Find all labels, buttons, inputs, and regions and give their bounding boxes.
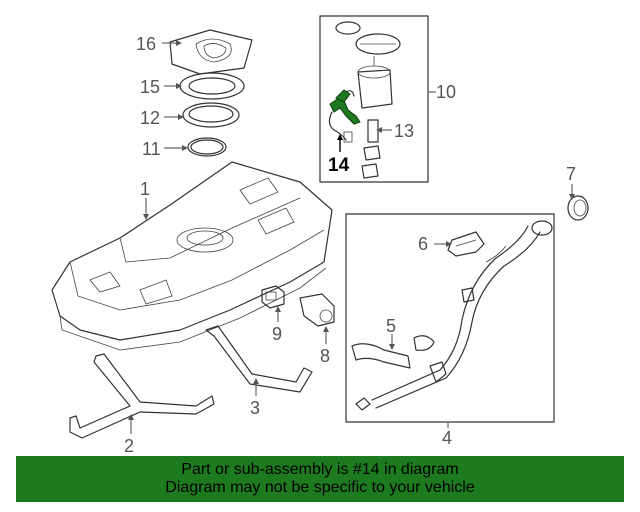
info-banner: Part or sub-assembly is #14 in diagram D… xyxy=(16,456,624,502)
callout-6: 6 xyxy=(418,234,428,254)
ring-11 xyxy=(187,137,227,157)
leader-11 xyxy=(164,145,188,151)
callout-7: 7 xyxy=(566,164,576,184)
callout-4: 4 xyxy=(442,428,452,448)
leader-1 xyxy=(143,198,149,220)
diagram-canvas: 16 15 12 11 1 2 3 9 8 10 13 14 7 6 5 4 xyxy=(51,15,589,456)
callout-10: 10 xyxy=(436,82,456,102)
callout-8: 8 xyxy=(320,346,330,366)
callout-3: 3 xyxy=(250,398,260,418)
leader-9 xyxy=(275,306,281,322)
leader-7 xyxy=(569,184,575,200)
wiring-harness-14 xyxy=(328,89,361,141)
leader-14 xyxy=(337,134,343,152)
callout-1: 1 xyxy=(140,179,150,199)
leader-8 xyxy=(323,326,329,344)
leader-3 xyxy=(253,378,259,396)
part-13 xyxy=(343,119,381,179)
leader-15 xyxy=(164,83,182,89)
leader-16 xyxy=(162,40,182,46)
part-6 xyxy=(447,231,485,257)
leader-2 xyxy=(128,414,134,434)
leader-5 xyxy=(389,334,395,350)
leader-6 xyxy=(434,241,452,247)
banner-line-part: Part or sub-assembly is #14 in diagram xyxy=(181,461,459,478)
callout-11: 11 xyxy=(142,139,161,159)
ring-12 xyxy=(182,102,240,128)
part-9 xyxy=(261,285,285,309)
callout-9: 9 xyxy=(272,324,282,344)
fuel-cap-7 xyxy=(567,195,589,221)
banner-line-disclaimer: Diagram may not be specific to your vehi… xyxy=(165,479,475,496)
callout-16: 16 xyxy=(136,34,156,54)
pump-assembly-box xyxy=(319,15,429,183)
leader-13 xyxy=(376,127,392,133)
callout-14: 14 xyxy=(328,155,350,176)
fuel-tank xyxy=(51,161,333,351)
strap-3 xyxy=(205,325,313,393)
strap-2 xyxy=(69,353,215,439)
ring-15 xyxy=(179,72,245,100)
fuel-pump-module xyxy=(357,56,393,109)
part-8 xyxy=(299,293,335,327)
callout-13: 13 xyxy=(394,121,414,141)
leader-12 xyxy=(164,114,184,120)
callout-15: 15 xyxy=(140,77,160,97)
callout-12: 12 xyxy=(140,108,160,128)
hose-5 xyxy=(351,335,435,369)
filler-pipe xyxy=(355,220,553,411)
pump-flange xyxy=(335,21,401,55)
callout-5: 5 xyxy=(386,316,396,336)
filler-neck-box xyxy=(345,213,555,423)
callout-2: 2 xyxy=(124,436,134,456)
gasket-16 xyxy=(169,29,253,75)
